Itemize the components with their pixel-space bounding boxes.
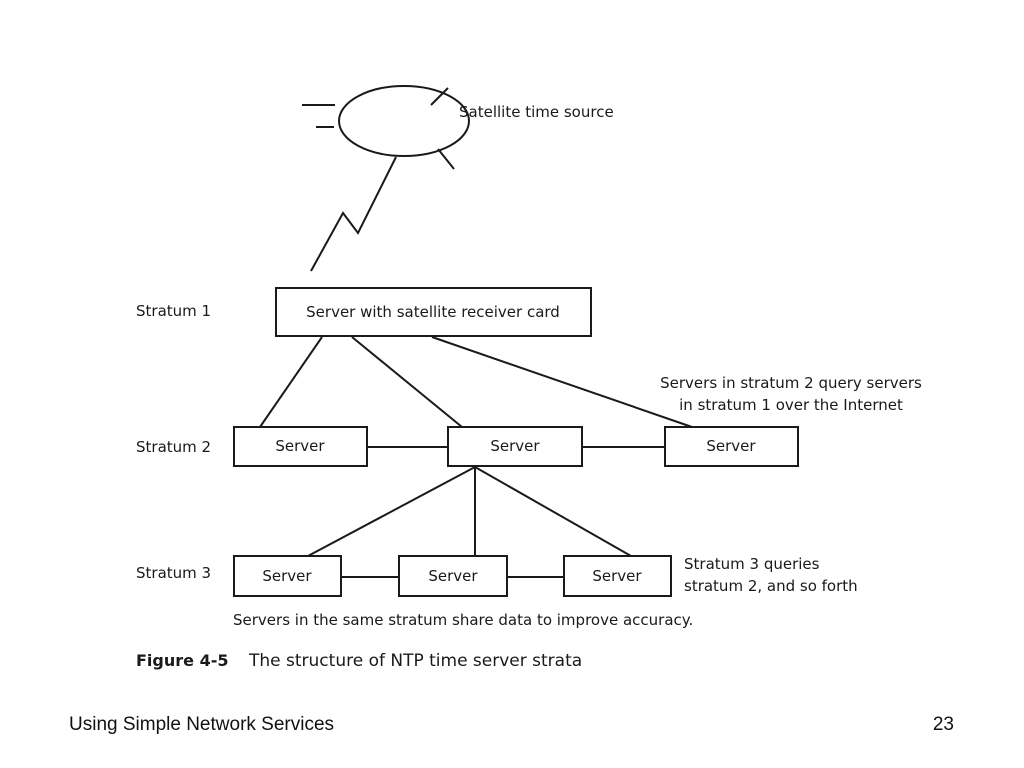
stratum-2-note-line-2: in stratum 1 over the Internet [679, 396, 903, 414]
server-label: Server [706, 437, 756, 455]
server-label: Server [275, 437, 325, 455]
stratum-3-server-box: Server [563, 555, 672, 597]
connection-lines [259, 336, 693, 578]
stratum-3-server-box: Server [233, 555, 342, 597]
stratum-3-note-line-2: stratum 2, and so forth [684, 577, 858, 595]
stratum-3-server-box: Server [398, 555, 508, 597]
stratum-2-server-box: Server [664, 426, 799, 467]
server-label: Server [428, 567, 478, 585]
server-label: Server [262, 567, 312, 585]
stratum-1-label: Stratum 1 [136, 302, 211, 320]
stratum-3-label: Stratum 3 [136, 564, 211, 582]
figure-number: Figure 4-5 [136, 651, 228, 670]
page-number: 23 [932, 714, 954, 735]
satellite-icon [302, 85, 470, 170]
stratum-2-label: Stratum 2 [136, 438, 211, 456]
stratum-2-note-line-1: Servers in stratum 2 query servers [660, 374, 922, 392]
satellite-signal-line [310, 156, 397, 272]
stratum-2-server-box: Server [447, 426, 583, 467]
stratum-2-server-box: Server [233, 426, 368, 467]
stratum-3-note-line-1: Stratum 3 queries [684, 555, 820, 573]
stratum-1-server-box: Server with satellite receiver card [275, 287, 592, 337]
figure-title: The structure of NTP time server strata [248, 651, 582, 671]
footer-title: Using Simple Network Services [69, 714, 335, 735]
server-label: Server [490, 437, 540, 455]
satellite-label: Satellite time source [459, 103, 614, 121]
share-data-note: Servers in the same stratum share data t… [233, 611, 693, 629]
server-label: Server [592, 567, 642, 585]
stratum-1-server-label: Server with satellite receiver card [306, 303, 560, 321]
